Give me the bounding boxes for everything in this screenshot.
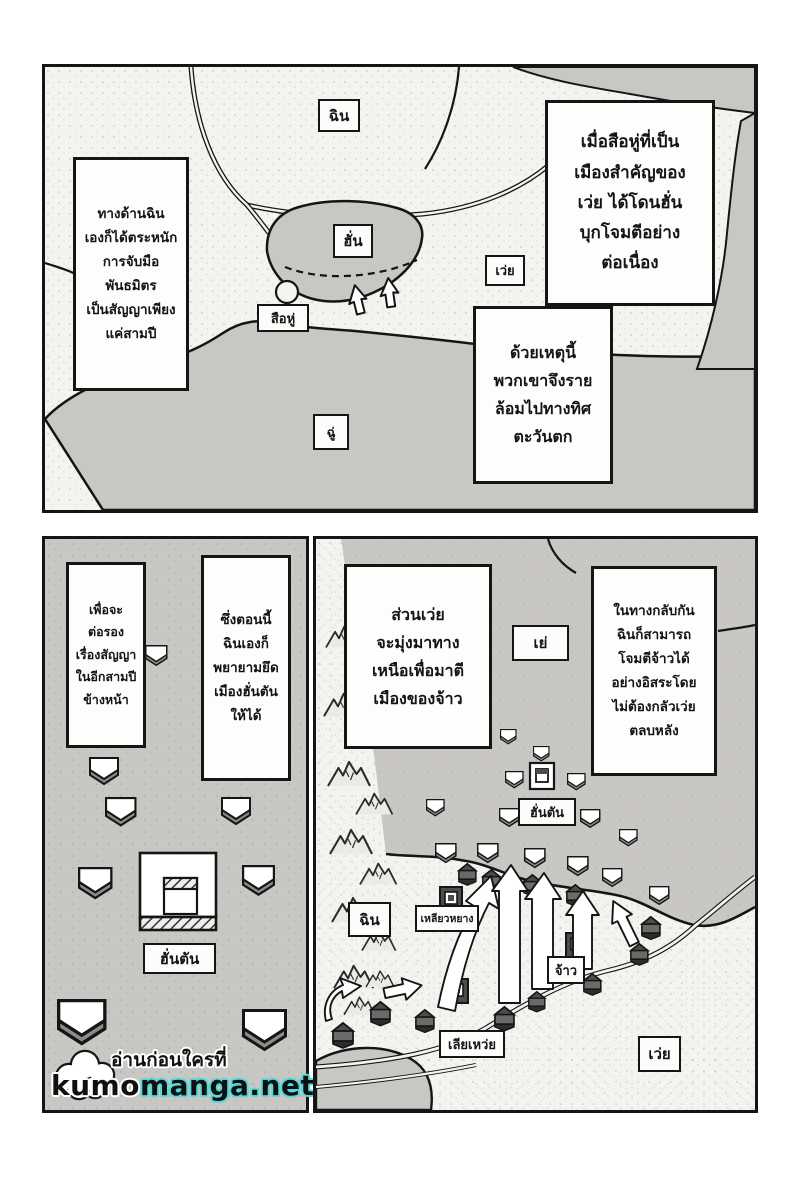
speech-box-qin-free-attack: ในทางกลับกัน ฉินก็สามารถ โจมตีจ้าวได้ อย…: [591, 566, 717, 776]
speech-box-qin-seize-handan: ซึ่งตอนนี้ ฉินเองก็ พยายามยึด เมืองฮั่นต…: [201, 555, 291, 781]
panel-top-map: ทางด้านฉิน เองก็ได้ตระหนัก การจับมือ พัน…: [42, 64, 758, 513]
speech-box-shihu-attacked: เมื่อสือหู่ที่เป็น เมืองสำคัญของ เว่ย ได…: [545, 100, 715, 306]
map-label-ye: เย่: [512, 625, 569, 661]
road: [316, 875, 755, 1089]
brand-manga-net: manga.net: [139, 1069, 315, 1102]
attack-arrow-icon: [348, 276, 400, 316]
map-label-liewei: เลียเหว่ย: [439, 1030, 505, 1058]
map-label-qin: ฉิน: [348, 902, 391, 937]
speech-box-treaty-leverage: เพื่อจะ ต่อรอง เรื่องสัญญา ในอีกสามปี ข้…: [66, 562, 146, 748]
map-label-handan: ฮั่นตัน: [518, 798, 576, 826]
map-label-liaoyang: เหลียวหยาง: [415, 905, 479, 932]
siege-dashed-line: [284, 258, 418, 278]
map-label-wei: เว่ย: [638, 1036, 681, 1072]
fortress-icon: [528, 761, 556, 791]
map-label-zhao: จ้าว: [547, 956, 585, 984]
map-label-wei: เว่ย: [485, 255, 525, 286]
watermark-tagline: อ่านก่อนใครที่: [111, 1049, 227, 1071]
panel-campaign-map: ส่วนเว่ย จะมุ่งมาทาง เหนือเพื่อมาตี เมือ…: [313, 536, 758, 1113]
map-label-shihu: สือหู่: [257, 304, 309, 332]
handan-fortress-icon: [138, 851, 218, 932]
advance-arrow-icon: [324, 864, 640, 1022]
panel-handan-map: เพื่อจะ ต่อรอง เรื่องสัญญา ในอีกสามปี ข้…: [42, 536, 314, 1113]
shihu-city-marker: [274, 279, 300, 305]
watermark-site-name: kumomanga.net: [51, 1069, 314, 1102]
speech-box-surround-west: ด้วยเหตุนี้ พวกเขาจึงราย ล้อมไปทางทิศ ตะ…: [473, 306, 613, 484]
map-label-handan: ฮั่นตัน: [143, 943, 216, 974]
speech-box-wei-north-attack: ส่วนเว่ย จะมุ่งมาทาง เหนือเพื่อมาตี เมือ…: [344, 564, 492, 749]
border-line: [546, 539, 577, 574]
cloud-mascot-icon: [54, 1049, 116, 1101]
map-label-qin: ฉิน: [318, 99, 360, 132]
kumomanga-watermark: อ่านก่อนใครที่ kumomanga.net: [49, 1045, 314, 1111]
border-line: [424, 67, 461, 170]
brand-kumo: kumo: [51, 1069, 140, 1102]
speech-box-qin-awareness: ทางด้านฉิน เองก็ได้ตระหนัก การจับมือ พัน…: [73, 157, 189, 391]
map-label-chu: ฉู่: [313, 414, 349, 450]
map-label-han: ฮั่น: [333, 224, 373, 258]
east-gray-region: [695, 111, 755, 370]
border-line: [717, 623, 755, 633]
